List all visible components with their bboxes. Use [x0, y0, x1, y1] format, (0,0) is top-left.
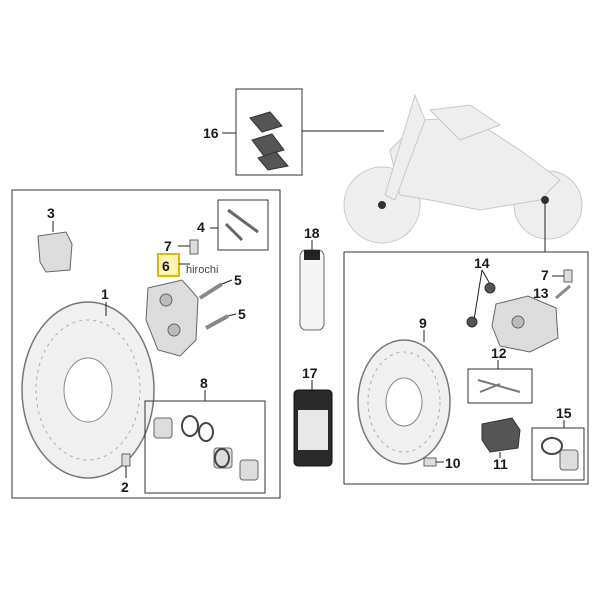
callout-7-front: 7 — [164, 238, 172, 254]
callout-5-upper: 5 — [234, 272, 242, 288]
callout-5-lower: 5 — [238, 306, 246, 322]
part-2-bolt: 2 — [121, 453, 131, 495]
front-caliper — [145, 279, 199, 357]
motorcycle-illustration — [343, 93, 583, 244]
callout-18: 18 — [304, 225, 320, 241]
callout-12: 12 — [491, 345, 507, 361]
part-4-box: 4 — [197, 199, 269, 251]
part-5-pins: 5 5 — [198, 272, 246, 330]
callout-14: 14 — [474, 255, 490, 271]
part-12-box: 12 — [467, 345, 533, 404]
part-11-brake-pad: 11 — [481, 417, 521, 472]
callout-4: 4 — [197, 219, 205, 235]
front-brake-group-box — [11, 189, 281, 499]
callout-2: 2 — [121, 479, 129, 495]
part-7-screw-front: 7 — [164, 238, 199, 255]
part-16-frame — [235, 88, 303, 176]
part-16-box: 16 — [203, 88, 384, 176]
part-16-pad-top — [249, 111, 283, 133]
part-16-pad-bottom — [257, 151, 289, 171]
part-7-screw-rear: 7 — [541, 267, 573, 283]
watermark: hirochi — [186, 264, 218, 276]
callout-16: 16 — [203, 125, 219, 141]
callout-17: 17 — [302, 365, 318, 381]
part-3-brake-pad: 3 — [37, 205, 73, 273]
part-13: 13 — [533, 284, 571, 301]
part-17-fluid-bottle: 17 — [293, 365, 333, 467]
highlight-box — [157, 253, 180, 277]
callout-1: 1 — [101, 286, 109, 302]
callout-13: 13 — [533, 285, 549, 301]
part-9-rear-disc: 9 — [357, 315, 451, 465]
callout-8: 8 — [200, 375, 208, 391]
rear-brake-group-box — [343, 251, 589, 485]
callout-6: 6 — [162, 258, 170, 274]
part-10-bolt: 10 — [423, 455, 461, 471]
part-6-callout: 6 hirochi — [157, 253, 218, 277]
rear-caliper — [491, 295, 559, 353]
part-18-spray-can: 18 — [299, 225, 325, 331]
callout-9: 9 — [419, 315, 427, 331]
callout-15: 15 — [556, 405, 572, 421]
part-15-box: 15 — [531, 405, 585, 481]
part-8-box: 8 — [144, 375, 266, 494]
callout-11: 11 — [493, 456, 508, 472]
part-16-pad-mid — [251, 133, 285, 157]
part-1-front-disc: 1 — [21, 286, 155, 479]
callout-3: 3 — [47, 205, 55, 221]
callout-10: 10 — [445, 455, 461, 471]
callout-7-rear: 7 — [541, 267, 549, 283]
part-14: 14 — [466, 255, 496, 328]
